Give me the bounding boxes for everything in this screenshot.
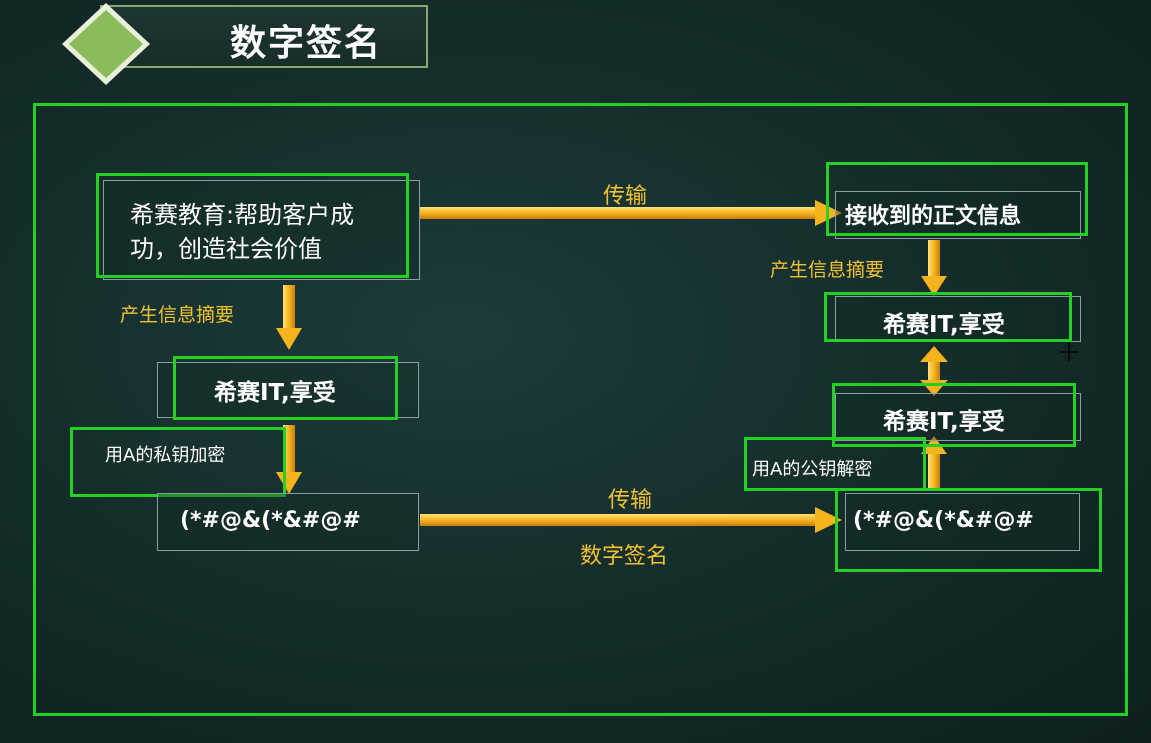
arrow-down-sender-digest bbox=[276, 285, 302, 350]
transfer-signature-label: 数字签名 bbox=[580, 544, 669, 569]
receiver-message-text: 接收到的正文信息 bbox=[845, 204, 1022, 229]
sender-message-box bbox=[103, 180, 420, 280]
receiver-decrypt-label: 用A的公钥解密 bbox=[752, 459, 873, 480]
receiver-digest-computed-highlight bbox=[824, 292, 1072, 342]
receiver-digest-decrypted-box bbox=[835, 393, 1081, 441]
transfer-top-label: 传输 bbox=[603, 184, 648, 209]
arrow-down-receiver-digest bbox=[921, 240, 947, 296]
transfer-arrow-bottom bbox=[420, 507, 842, 533]
transfer-bottom-label: 传输 bbox=[608, 488, 653, 513]
sender-message-text: 希赛教育:帮助客户成 功，创造社会价值 bbox=[130, 198, 354, 266]
sender-digest-text: 希赛IT,享受 bbox=[214, 380, 336, 406]
sender-encrypt-label: 用A的私钥加密 bbox=[105, 445, 226, 466]
sender-digest-label: 产生信息摘要 bbox=[120, 304, 235, 326]
title-banner bbox=[100, 5, 428, 68]
diagram-frame bbox=[33, 103, 1128, 716]
receiver-message-highlight bbox=[826, 162, 1088, 236]
sender-message-highlight bbox=[96, 173, 409, 278]
sender-digest-highlight bbox=[173, 356, 398, 420]
sender-message-line-1: 希赛教育:帮助客户成 bbox=[130, 201, 355, 229]
receiver-digest-computed-text: 希赛IT,享受 bbox=[883, 312, 1005, 338]
receiver-signature-highlight bbox=[835, 488, 1102, 572]
diamond-icon bbox=[62, 3, 150, 85]
receiver-digest-label: 产生信息摘要 bbox=[770, 259, 885, 281]
cursor-cross-icon bbox=[1060, 343, 1078, 361]
sender-message-line-2: 功，创造社会价值 bbox=[130, 235, 322, 263]
page-title: 数字签名 bbox=[230, 23, 383, 64]
receiver-signature-text: (*#@&(*&#@# bbox=[853, 508, 1034, 533]
arrow-down-sender-encrypt bbox=[276, 425, 302, 494]
sender-signature-box bbox=[157, 493, 419, 551]
receiver-signature-box bbox=[845, 493, 1080, 551]
receiver-digest-decrypted-text: 希赛IT,享受 bbox=[883, 409, 1005, 435]
sender-encrypt-highlight bbox=[70, 427, 286, 497]
receiver-message-box bbox=[835, 191, 1081, 239]
receiver-digest-decrypted-highlight bbox=[832, 383, 1076, 447]
sender-signature-text: (*#@&(*&#@# bbox=[180, 508, 361, 533]
